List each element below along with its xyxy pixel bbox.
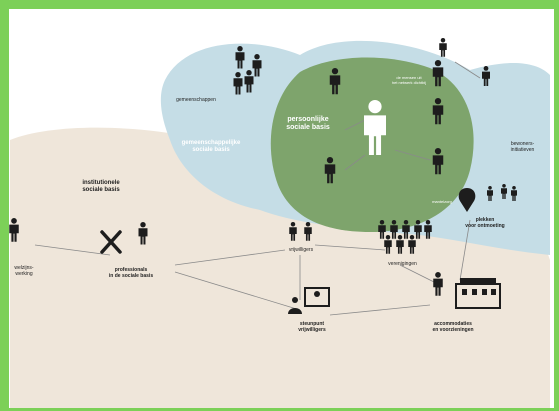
person-icon [439, 38, 447, 57]
person-icon [402, 220, 410, 239]
person-icon [408, 235, 416, 254]
building-icon [455, 278, 501, 309]
person-icon [482, 66, 490, 86]
person-icon [235, 46, 245, 69]
person-icon [9, 218, 19, 242]
person-icon [329, 68, 341, 95]
label-vrijwilligers: vrijwilligers [288, 247, 314, 253]
person-icon [138, 222, 148, 245]
label-accommodaties: accommodaties en voorzieningen [432, 321, 474, 333]
person-icon [233, 72, 243, 95]
label-verenigingen: verenigingen [388, 261, 417, 267]
person-icon [511, 186, 517, 201]
person-icon [324, 157, 336, 184]
person-icon [364, 100, 386, 155]
person-icon [487, 186, 493, 201]
person-icon [432, 98, 444, 125]
label-bewoners: bewoners- initiatieven [510, 141, 535, 153]
person-icon [414, 220, 422, 239]
person-icon [384, 235, 392, 254]
person-icon [433, 272, 443, 296]
label-plekken: plekken voor ontmoeting [465, 217, 505, 229]
person-icon [304, 222, 312, 241]
person-icon [501, 184, 507, 199]
label-left-person: welzijns- werking [14, 265, 34, 277]
person-icon [432, 60, 444, 87]
label-gemeenschappelijke: gemeenschappelijke sociale basis [181, 140, 241, 153]
tools-icon [100, 230, 122, 254]
person-icon [390, 220, 398, 239]
person-icon [244, 70, 254, 93]
label-persoonlijke: persoonlijke sociale basis [286, 116, 330, 132]
person-icon [289, 222, 297, 241]
person-icon [396, 235, 404, 254]
label-professionals: professionals in de sociale basis [108, 267, 154, 279]
location-pin-icon [458, 188, 476, 212]
person-icon [252, 54, 262, 77]
computer-user-icon [288, 287, 330, 314]
label-mantelzorg: mantelzorg [432, 199, 452, 204]
label-tiny-top: de mensen uit het netwerk dichtbij [391, 75, 427, 85]
person-icon [378, 220, 386, 239]
person-icon [432, 148, 444, 175]
label-steunpunt: steunpunt vrijwilligers [298, 321, 326, 333]
person-icon [424, 220, 432, 239]
label-institutionele: institutionele sociale basis [82, 180, 120, 193]
label-gemeenschappen: gemeenschappen [176, 97, 216, 103]
